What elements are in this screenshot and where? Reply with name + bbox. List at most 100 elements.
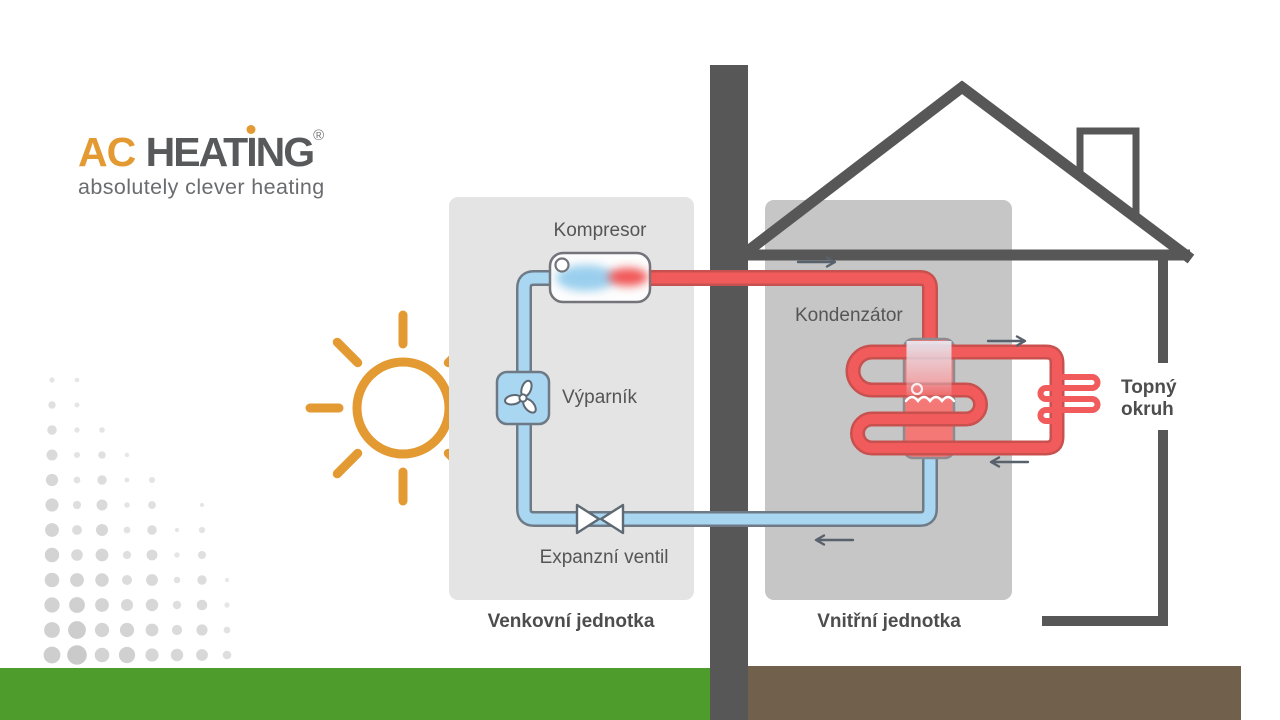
- label-kondenzator: Kondenzátor: [795, 305, 903, 326]
- decor-dot: [67, 645, 87, 665]
- decor-dot: [43, 646, 61, 664]
- decor-dot: [45, 498, 59, 512]
- decor-dot: [224, 602, 230, 608]
- decor-dot: [95, 598, 109, 612]
- decor-dot: [145, 598, 159, 612]
- decor-dot: [72, 525, 82, 535]
- logo-orange-dot-i: I: [246, 129, 257, 175]
- pipe-cold: [516, 270, 938, 527]
- label-expanzni-ventil: Expanzní ventil: [539, 547, 669, 568]
- decor-dot: [44, 572, 60, 588]
- decor-dot: [74, 427, 80, 433]
- decor-dot: [72, 500, 82, 510]
- decor-dot: [124, 477, 130, 483]
- decor-dot: [74, 452, 80, 458]
- flow-arrow-right-icon: [986, 335, 1027, 347]
- evaporator-fan-icon: [495, 370, 551, 426]
- label-venkovni-jednotka: Venkovní jednotka: [487, 611, 655, 632]
- decor-dot: [173, 576, 181, 584]
- decor-dot: [71, 549, 83, 561]
- label-vyparnik: Výparník: [562, 387, 637, 408]
- decor-dot: [97, 475, 107, 485]
- decor-dot: [49, 377, 55, 383]
- label-kompresor: Kompresor: [553, 220, 647, 241]
- sun-circle: [352, 357, 454, 459]
- decor-dot: [94, 622, 110, 638]
- logo-brand-secondary: HEATING®: [145, 127, 325, 175]
- dots-pattern: [43, 377, 232, 665]
- decor-dot: [46, 449, 58, 461]
- decor-dot: [149, 477, 155, 483]
- decor-dot: [224, 577, 230, 583]
- logo-brand-primary: AC: [78, 129, 136, 175]
- decor-dot: [44, 547, 60, 563]
- chimney: [1076, 127, 1140, 216]
- decor-dot: [196, 599, 208, 611]
- condenser-tank-detail: [904, 341, 956, 403]
- logo-tagline: absolutely clever heating: [78, 175, 325, 199]
- label-vnitrni-jednotka: Vnitřní jednotka: [817, 611, 961, 632]
- decor-dot: [123, 526, 131, 534]
- house-outline: [740, 80, 1195, 626]
- decor-dot: [74, 377, 80, 383]
- decor-dot: [47, 425, 57, 435]
- decor-dot: [48, 401, 56, 409]
- decor-dot: [95, 573, 109, 587]
- decor-dot: [174, 527, 180, 533]
- decor-dot: [198, 526, 206, 534]
- decor-dot: [124, 452, 130, 458]
- soil-ground: [748, 666, 1241, 720]
- decor-dot: [172, 600, 182, 610]
- sun-ray: [332, 448, 363, 479]
- flow-arrow-left-icon: [814, 534, 855, 546]
- decor-dot: [70, 573, 84, 587]
- decor-dot: [145, 623, 159, 637]
- logo-brand: AC HEATING®: [78, 114, 325, 174]
- indoor-unit-panel: [765, 200, 1012, 600]
- label-topny-okruh: Topný okruh: [1121, 377, 1177, 420]
- decor-dot: [198, 551, 206, 559]
- expansion-valve-icon: [575, 503, 625, 535]
- decor-dot: [147, 525, 157, 535]
- decor-dot: [222, 650, 232, 660]
- roof-right-slope: [955, 80, 1195, 264]
- decor-dot: [99, 427, 105, 433]
- decor-dot: [94, 647, 110, 663]
- decor-dot: [119, 622, 135, 638]
- decor-dot: [174, 552, 180, 558]
- decor-dot: [146, 549, 158, 561]
- decor-dot: [124, 502, 130, 508]
- decor-dot: [122, 550, 132, 560]
- logo: AC HEATING® absolutely clever heating: [78, 114, 325, 200]
- decor-dot: [199, 502, 205, 508]
- decor-dot: [196, 624, 208, 636]
- decor-dot: [122, 575, 132, 585]
- decor-dot: [171, 624, 183, 636]
- decor-dot: [44, 597, 60, 613]
- decor-dot: [45, 473, 59, 487]
- decor-dot: [95, 548, 109, 562]
- decor-dot: [196, 649, 208, 661]
- house-wall: [710, 65, 748, 720]
- decor-dot: [73, 476, 81, 484]
- decor-dot: [74, 402, 80, 408]
- decor-dot: [121, 599, 133, 611]
- pipe-hot-supply: [646, 270, 938, 346]
- roof-left-slope: [740, 80, 969, 259]
- decor-dot: [145, 648, 159, 662]
- decor-dot: [69, 597, 85, 613]
- decor-dot: [44, 622, 60, 638]
- registered-mark: ®: [313, 127, 325, 144]
- flow-arrow-left-icon: [989, 456, 1030, 468]
- decor-dot: [68, 621, 86, 639]
- heating-circuit-loop: [845, 344, 1065, 456]
- decor-dot: [96, 524, 108, 536]
- decor-dot: [223, 626, 231, 634]
- decor-dot: [146, 574, 158, 586]
- decor-dot: [148, 501, 156, 509]
- decor-dot: [98, 451, 106, 459]
- flow-arrow-right-icon: [796, 256, 837, 268]
- decor-dot: [197, 575, 207, 585]
